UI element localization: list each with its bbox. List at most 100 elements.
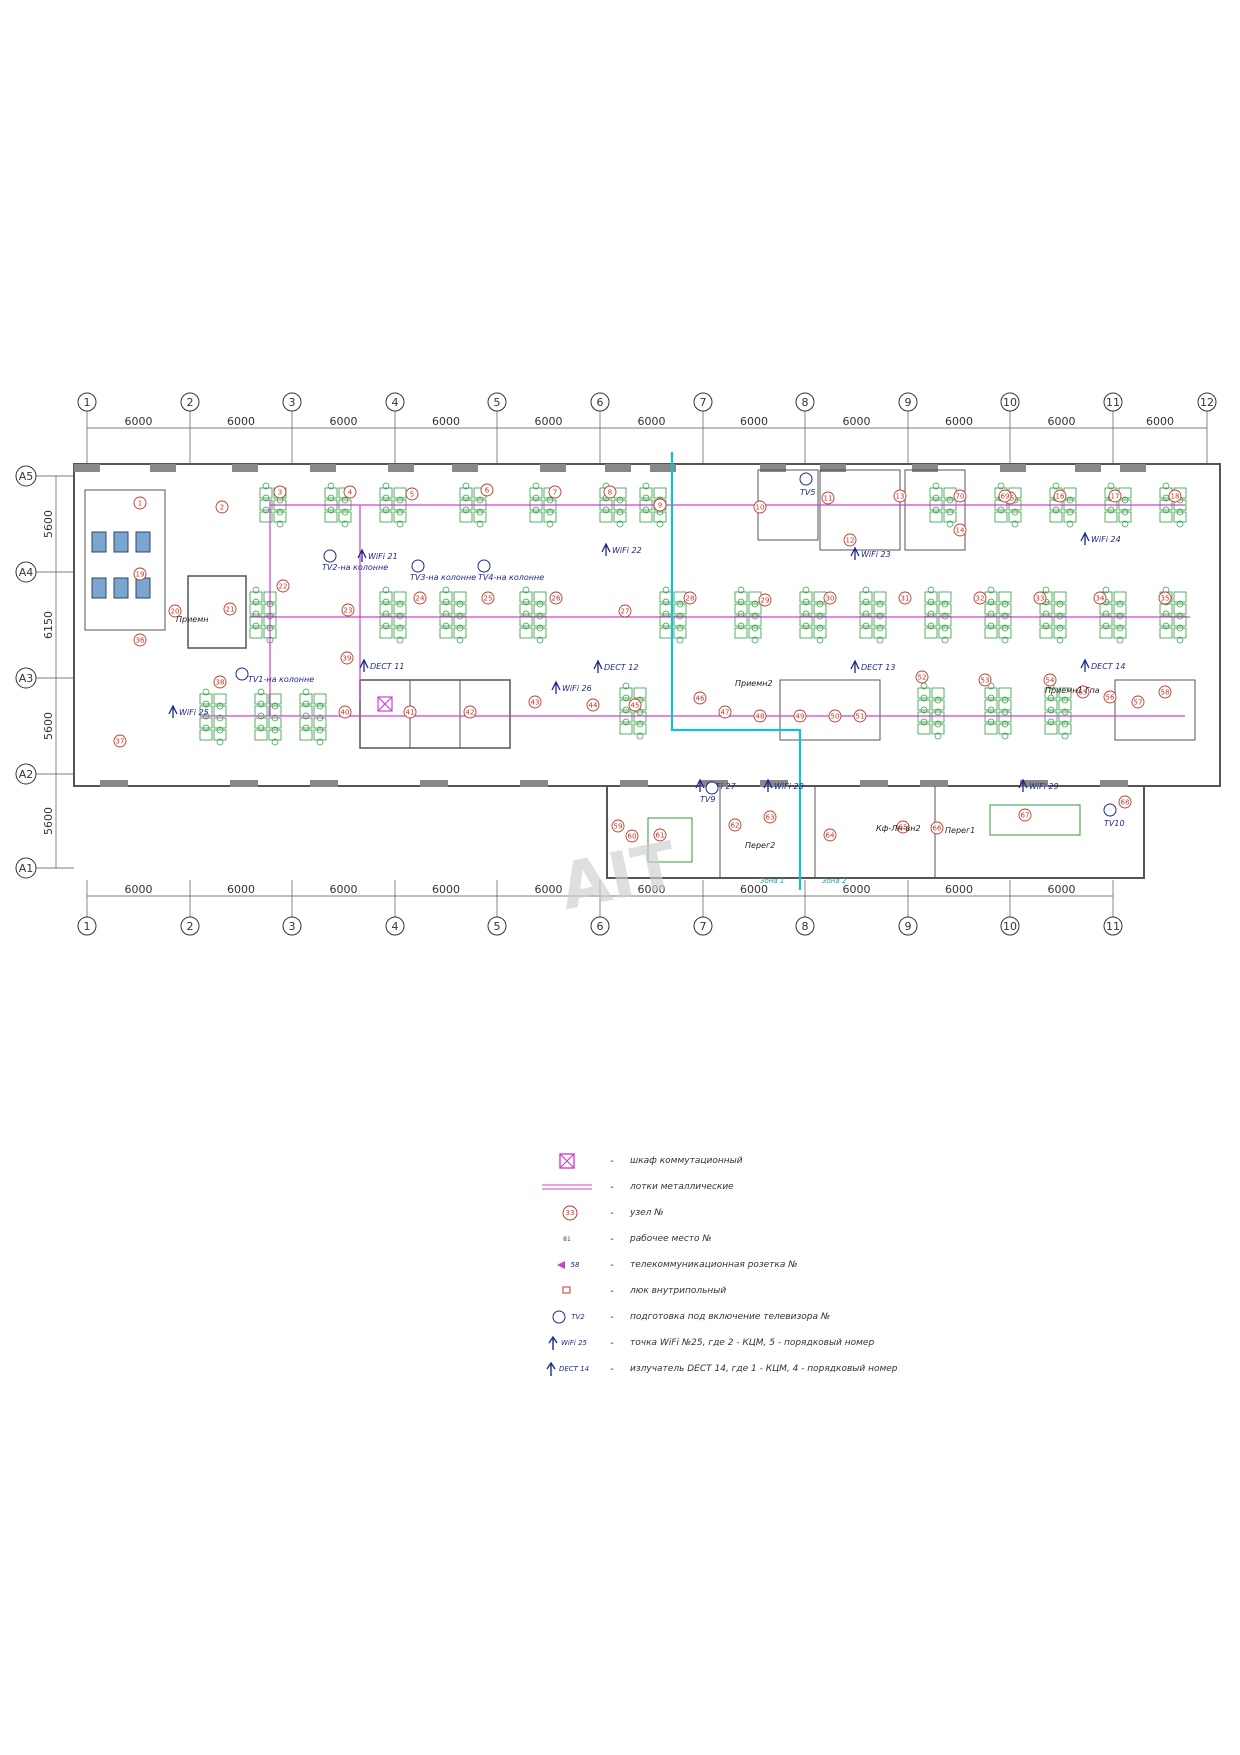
axis-label-top: 11 [1106, 396, 1120, 409]
chair [262, 482, 270, 490]
desk [931, 699, 945, 711]
legend-text: рабочее место № [630, 1234, 712, 1244]
node-marker [893, 489, 907, 503]
desk [924, 591, 938, 603]
desk [1053, 591, 1067, 603]
desk [338, 511, 352, 523]
axis-label-row: A4 [19, 566, 34, 579]
node-marker [1131, 695, 1145, 709]
workstation-cluster [1044, 682, 1072, 740]
node-marker [548, 485, 562, 499]
wall-segment-bottom [760, 780, 788, 787]
nodes: 1234567891011121314151617181920212223242… [113, 483, 1182, 843]
workstation-cluster [439, 586, 467, 644]
desk [613, 511, 627, 523]
desk [619, 711, 633, 723]
node-marker [133, 567, 147, 581]
desk [659, 603, 673, 615]
desk [998, 687, 1012, 699]
node-number: 24 [416, 595, 425, 603]
desk [453, 627, 467, 639]
desk [633, 711, 647, 723]
chair [302, 724, 310, 732]
legend-symbol-text: WiFi 25 [561, 1339, 587, 1347]
chair [396, 520, 404, 528]
node-number: 29 [761, 597, 770, 605]
chair [941, 636, 949, 644]
desk [439, 615, 453, 627]
legend-row-switch-cabinet: -шкаф коммутационный [540, 1148, 1100, 1174]
tv-label: TV4-на колонне [478, 573, 544, 582]
node-number: 64 [826, 832, 835, 840]
node-number: 36 [136, 637, 145, 645]
chair [920, 718, 928, 726]
legend-symbol-text: 33 [565, 1209, 575, 1217]
tv-icon [705, 781, 719, 795]
node-marker [930, 821, 944, 835]
desk [459, 511, 473, 523]
node-marker [728, 818, 742, 832]
desk [199, 717, 213, 729]
node-marker [693, 691, 707, 705]
desk [379, 615, 393, 627]
node-number: 40 [341, 709, 350, 717]
desk [533, 603, 547, 615]
axis-label-bottom: 3 [289, 920, 296, 933]
node-number: 34 [1096, 595, 1105, 603]
axis-label-row: A5 [19, 470, 34, 483]
chair [462, 506, 470, 514]
node-number: 31 [901, 595, 910, 603]
axis-label-row: A2 [19, 768, 34, 781]
desk [984, 591, 998, 603]
wc-wall [84, 489, 166, 631]
chair [997, 482, 1005, 490]
desk [799, 603, 813, 615]
chair [1066, 520, 1074, 528]
chair [737, 598, 745, 606]
wall-segment-bottom [230, 780, 258, 787]
floor-box-icon [540, 1280, 594, 1302]
desk [659, 627, 673, 639]
axis-label-top: 3 [289, 396, 296, 409]
desk [1044, 699, 1058, 711]
chair [876, 636, 884, 644]
desk [268, 705, 282, 717]
chair [1107, 506, 1115, 514]
antenna-icon [1080, 531, 1090, 545]
legend-symbol-text: 58 [570, 1261, 580, 1269]
node-number: 49 [796, 713, 805, 721]
axis-bubble [1000, 916, 1020, 936]
node-marker [1103, 690, 1117, 704]
desk [1058, 687, 1072, 699]
axis-bubble [693, 916, 713, 936]
chair [987, 598, 995, 606]
chair [987, 586, 995, 594]
chair [927, 622, 935, 630]
desk [813, 627, 827, 639]
desk [799, 627, 813, 639]
wifi-label: WiFi 27 [706, 782, 737, 791]
node-number: 48 [756, 713, 765, 721]
wall-segment-bottom [520, 780, 548, 787]
node-marker [133, 633, 147, 647]
axis-bubble [15, 857, 37, 879]
chair [327, 506, 335, 514]
antenna-icon [593, 659, 603, 673]
axis-bubble [15, 561, 37, 583]
desk [533, 615, 547, 627]
desk [984, 615, 998, 627]
desk [599, 511, 613, 523]
desk [653, 487, 667, 499]
wall-segment-top [74, 464, 100, 472]
tv-icon [799, 472, 813, 486]
wall-segment-bottom [1100, 780, 1128, 787]
desk [931, 723, 945, 735]
room-label: Приемн1 Гпа [1045, 686, 1100, 695]
chair [522, 622, 530, 630]
desk [259, 511, 273, 523]
tv-icon [1103, 803, 1117, 817]
wc-cabin [113, 531, 129, 553]
node-number: 58 [1161, 689, 1170, 697]
axis-bubble [385, 916, 405, 936]
chair [737, 586, 745, 594]
